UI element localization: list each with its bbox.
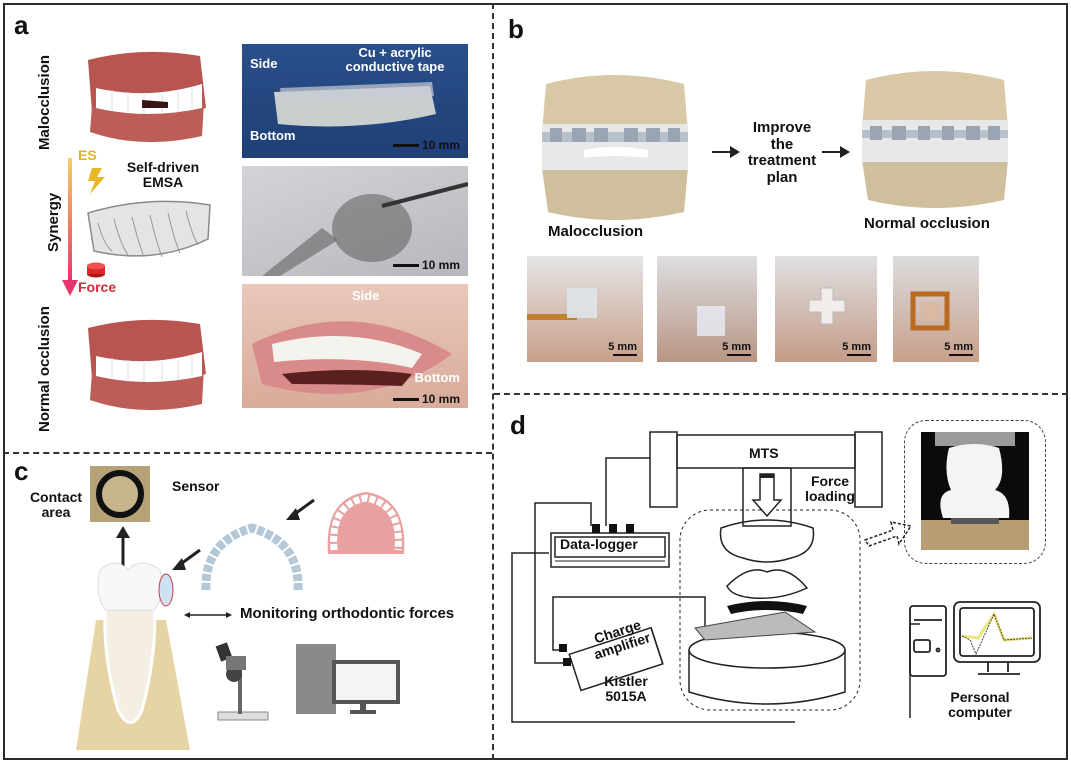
panel-divider-right (494, 393, 1068, 395)
panel-label-d: d (510, 410, 526, 440)
braces-malocclusion-illustration (542, 75, 688, 220)
force-label: Force (78, 279, 117, 295)
malocclusion-label: Malocclusion (548, 223, 644, 240)
scale-bar: 10 mm (392, 392, 460, 406)
side-label: Side (250, 56, 278, 71)
contact-area-label: Contact area (29, 489, 83, 521)
panel-label-c: c (14, 456, 29, 486)
sensor-ring (96, 470, 144, 518)
sensor-photo-2: 5 mm (657, 256, 757, 362)
normal-occlusion-label: Normal occlusion (36, 306, 53, 432)
aligner-illustration (87, 200, 211, 258)
scale-bar-text: 5 mm (944, 341, 973, 353)
data-logger-label: Data-logger (560, 536, 638, 552)
kistler-label: Kistler 5015A (604, 673, 648, 705)
device-label: Self-driven EMSA (126, 159, 200, 191)
synergy-arrow-icon (62, 158, 78, 296)
material-label: Cu + acrylic conductive tape (345, 45, 445, 75)
figure-frame (3, 3, 1068, 760)
specimen-sample (921, 432, 1029, 550)
aligner-photo-side: Side Bottom Cu + acrylic conductive tape… (242, 44, 468, 158)
scale-bar-text: 10 mm (421, 138, 460, 152)
scale-bar-text: 5 mm (722, 341, 751, 353)
sensor-closeup-photo (90, 466, 150, 522)
aligner-arch-illustration (201, 523, 303, 591)
scale-bar: 10 mm (392, 258, 460, 272)
side-label: Side (352, 288, 380, 303)
monitoring-label: Monitoring orthodontic forces (240, 605, 455, 622)
scale-bar-line (613, 354, 637, 356)
square-sensor-sample (910, 291, 950, 331)
arrow-diagonal-icon (286, 498, 315, 520)
force-cylinder-icon (87, 262, 105, 278)
synergy-label: Synergy (45, 192, 62, 252)
personal-computer-icon (909, 601, 1041, 677)
bottom-label: Bottom (250, 128, 296, 143)
pc-wire (909, 623, 920, 718)
sensor-photo-1: 5 mm (527, 256, 643, 362)
sensor-photo-4: 5 mm (893, 256, 979, 362)
panel-label-a: a (14, 10, 29, 40)
scale-bar-text: 10 mm (421, 258, 460, 272)
conductive-tape-photo: 10 mm (242, 166, 468, 276)
malocclusion-label: Malocclusion (36, 54, 53, 150)
sensor-label: Sensor (172, 478, 220, 494)
scale-bar-text: 5 mm (842, 341, 871, 353)
normal-occlusion-label: Normal occlusion (864, 215, 990, 232)
scale-bar: 5 mm (608, 341, 637, 356)
computer-icon (296, 644, 400, 714)
personal-computer-label: Personal computer (948, 689, 1012, 721)
improve-treatment-label: Improve the treatment plan (747, 119, 817, 186)
sensor-sample (527, 288, 597, 320)
double-arrow-icon (184, 612, 232, 618)
mouth-aligner-photo: Side Bottom 10 mm (242, 284, 468, 408)
force-loading-label: Force loading (805, 473, 855, 505)
panel-divider-vertical (492, 3, 494, 760)
arrow-up-icon (116, 526, 130, 566)
normal-occlusion-jaw-illustration (88, 319, 206, 411)
arrow-diagonal-icon (172, 548, 201, 570)
arrow-right-icon (822, 146, 850, 158)
sensor-photo-3: 5 mm (775, 256, 877, 362)
scale-bar-line (392, 397, 419, 401)
aligner-sample (274, 82, 436, 127)
tooth-illustration (76, 562, 190, 750)
scale-bar: 10 mm (392, 138, 460, 152)
scale-bar-line (392, 143, 419, 147)
mouth-sample (252, 321, 452, 394)
experimental-setup-diagram (511, 431, 913, 723)
scale-bar-line (392, 263, 419, 267)
panel-label-b: b (508, 14, 524, 44)
scale-bar-line (847, 354, 871, 356)
malocclusion-jaw-illustration (88, 51, 206, 143)
scale-bar: 5 mm (722, 341, 751, 356)
scale-bar-line (949, 354, 973, 356)
cross-sensor-sample (808, 287, 846, 325)
scale-bar-text: 5 mm (608, 341, 637, 353)
scale-bar-line (727, 354, 751, 356)
loaded-specimen-photo (921, 432, 1029, 550)
bottom-label: Bottom (414, 370, 461, 385)
scale-bar: 5 mm (944, 341, 973, 356)
mts-label: MTS (749, 445, 779, 461)
microscope-icon (215, 642, 269, 721)
panel-divider-left (3, 452, 492, 454)
arrow-right-icon (712, 146, 740, 158)
sensor-sample (697, 306, 725, 336)
es-label: ES (78, 147, 97, 163)
photo-inset-frame (904, 420, 1046, 564)
tape-sample (262, 182, 468, 276)
scale-bar: 5 mm (842, 341, 871, 356)
dental-arch-illustration (327, 492, 405, 554)
lightning-icon (88, 168, 105, 194)
braces-normal-illustration (862, 71, 1008, 208)
scale-bar-text: 10 mm (421, 392, 460, 406)
